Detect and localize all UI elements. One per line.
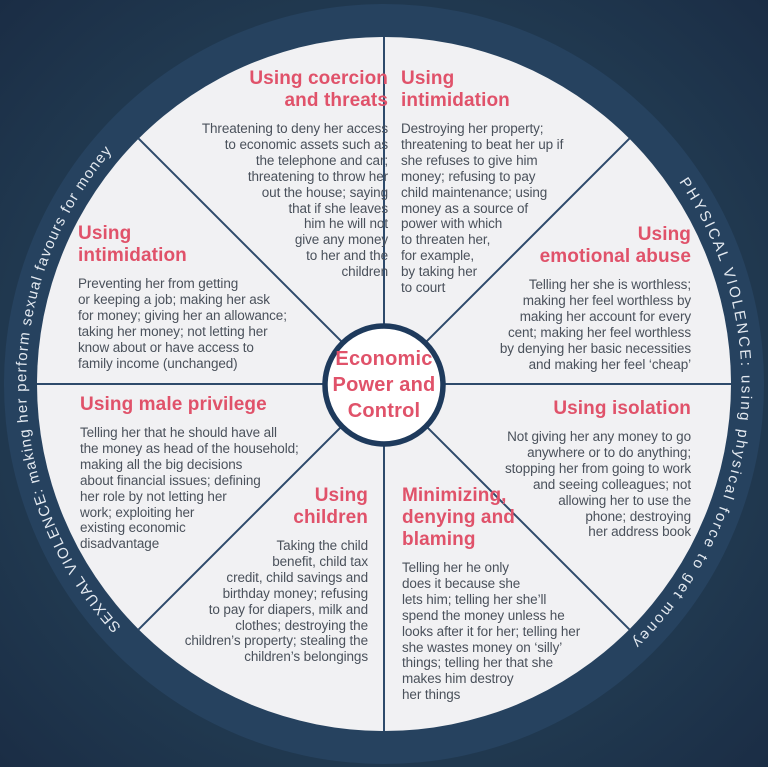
center-circle <box>322 323 446 447</box>
segment-body: Preventing her from getting or keeping a… <box>78 276 287 371</box>
divider-4-30 <box>425 425 631 631</box>
segment-male-privilege: Using male privilege Telling her that he… <box>80 394 350 552</box>
segment-body: Not giving her any money to go anywhere … <box>505 429 691 540</box>
segment-body: Telling her he only does it because she … <box>402 560 581 703</box>
segment-body: Telling her she is worthless; making her… <box>499 277 691 372</box>
segment-intimidation-left: Using intimidation Preventing her from g… <box>78 223 358 371</box>
segment-body: Taking the child benefit, child tax cred… <box>184 538 368 665</box>
segment-isolation: Using isolation Not giving her any money… <box>441 398 691 540</box>
segment-divider-lines <box>37 37 731 731</box>
segment-heading: Minimizing, denying and blaming <box>402 485 515 550</box>
divider-7-30 <box>137 425 343 631</box>
divider-10-30 <box>137 137 343 343</box>
divider-1-30 <box>425 137 631 343</box>
segment-heading: Using children <box>293 485 368 528</box>
segment-heading: Using male privilege <box>80 394 267 415</box>
segment-body: Destroying her property; threatening to … <box>401 121 564 296</box>
segment-heading: Using intimidation <box>401 68 510 111</box>
segment-intimidation-right: Using intimidation Destroying her proper… <box>401 68 621 296</box>
segment-heading: Using emotional abuse <box>539 224 691 267</box>
segment-heading: Using coercion and threats <box>249 68 388 111</box>
segment-children: Using children Taking the child benefit,… <box>128 485 368 665</box>
segment-minimizing-denying-blaming: Minimizing, denying and blaming Telling … <box>402 485 622 703</box>
center-label: Economic Power and Control <box>332 348 436 422</box>
segment-heading: Using isolation <box>553 398 691 419</box>
segment-body: Telling her that he should have all the … <box>80 425 299 552</box>
segment-emotional-abuse: Using emotional abuse Telling her she is… <box>441 224 691 372</box>
segment-coercion-threats: Using coercion and threats Threatening t… <box>128 68 388 280</box>
segment-heading: Using intimidation <box>78 223 187 266</box>
segment-body: Threatening to deny her access to econom… <box>201 121 388 280</box>
